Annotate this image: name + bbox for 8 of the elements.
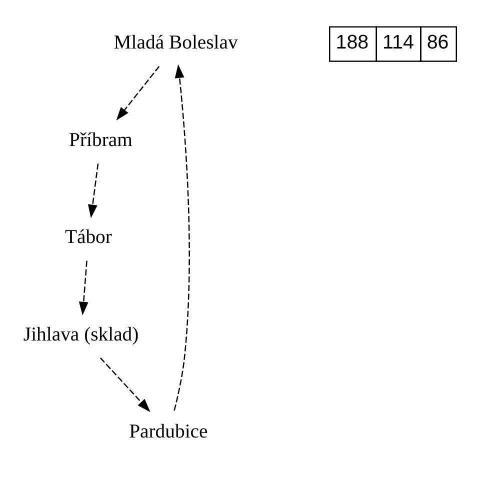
- node-text: Příbram: [69, 128, 132, 151]
- node-text: Tábor: [64, 226, 112, 248]
- node-text: Mladá Boleslav: [114, 32, 238, 54]
- label: 188: [336, 32, 369, 54]
- label: 86: [426, 32, 449, 54]
- label: 114: [382, 32, 414, 54]
- node-text: Pardubice: [129, 420, 208, 443]
- node-text: Jihlava (sklad): [23, 323, 139, 346]
